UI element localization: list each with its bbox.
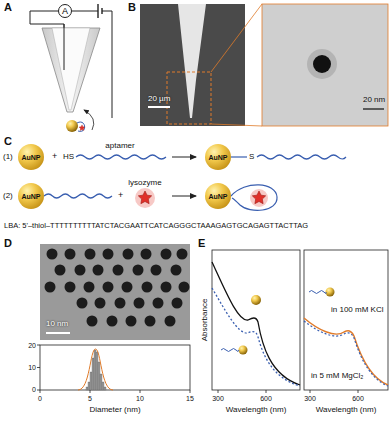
tem-image	[40, 244, 190, 340]
condition-label: in 100 mM KCl	[330, 306, 384, 314]
axis-tick: 10	[28, 364, 36, 371]
step-number: (1)	[3, 153, 13, 161]
condition-label: in 5 mM MgCl₂	[310, 372, 364, 380]
node-text: AuNP	[208, 154, 227, 161]
circuit	[30, 4, 112, 118]
panel-label: B	[128, 2, 136, 13]
gold-nanoparticle: AuNP	[205, 144, 231, 170]
axis-tick: 10	[136, 395, 144, 402]
panel-label: A	[4, 2, 12, 13]
absorbance-plots	[212, 250, 388, 393]
histogram	[37, 345, 190, 393]
node-text: A	[62, 7, 68, 16]
group-label: HS	[63, 153, 74, 161]
sem-images	[140, 4, 388, 126]
molecule-label: aptamer	[105, 142, 134, 150]
gold-nanoparticle: AuNP	[18, 183, 44, 209]
node-text: AuNP	[208, 193, 227, 200]
scale-label: 10 nm	[46, 320, 68, 328]
step-number: (2)	[3, 192, 13, 200]
ammeter-symbol: A	[58, 4, 72, 18]
axis-tick: 300	[212, 395, 224, 402]
group-label: S	[249, 153, 254, 161]
axis-title: Wavelength (nm)	[226, 406, 287, 414]
axis-tick: 0	[32, 386, 36, 393]
plus-sign: +	[52, 152, 57, 161]
axis-tick: 600	[352, 395, 364, 402]
node-text: AuNP	[21, 154, 40, 161]
functionalisation-scheme	[44, 155, 346, 210]
scale-label: 20 nm	[363, 96, 385, 104]
axis-title: Absorbance	[201, 299, 209, 342]
axis-title: Diameter (nm)	[89, 406, 140, 414]
panel-label: D	[4, 238, 12, 249]
nanopipette	[42, 24, 100, 132]
axis-title: Wavelength (nm)	[316, 406, 377, 414]
node-text: AuNP	[21, 193, 40, 200]
gold-nanoparticle: AuNP	[18, 144, 44, 170]
scale-label: 20 µm	[148, 95, 170, 103]
axis-tick: 20	[28, 342, 36, 349]
molecule-label: lysozyme	[128, 179, 161, 187]
gold-nanoparticle: AuNP	[205, 183, 231, 209]
panel-label: C	[4, 136, 12, 147]
axis-tick: 0	[38, 395, 42, 402]
axis-tick: 5	[88, 395, 92, 402]
panel-label: E	[198, 238, 205, 249]
axis-tick: 300	[304, 395, 316, 402]
sequence-label: LBA: 5'–thiol–TTTTTTTTTTATCTACGAATTCATCA…	[4, 222, 308, 230]
plus-sign: +	[118, 191, 123, 200]
axis-tick: 600	[260, 395, 272, 402]
axis-tick: 15	[186, 395, 194, 402]
